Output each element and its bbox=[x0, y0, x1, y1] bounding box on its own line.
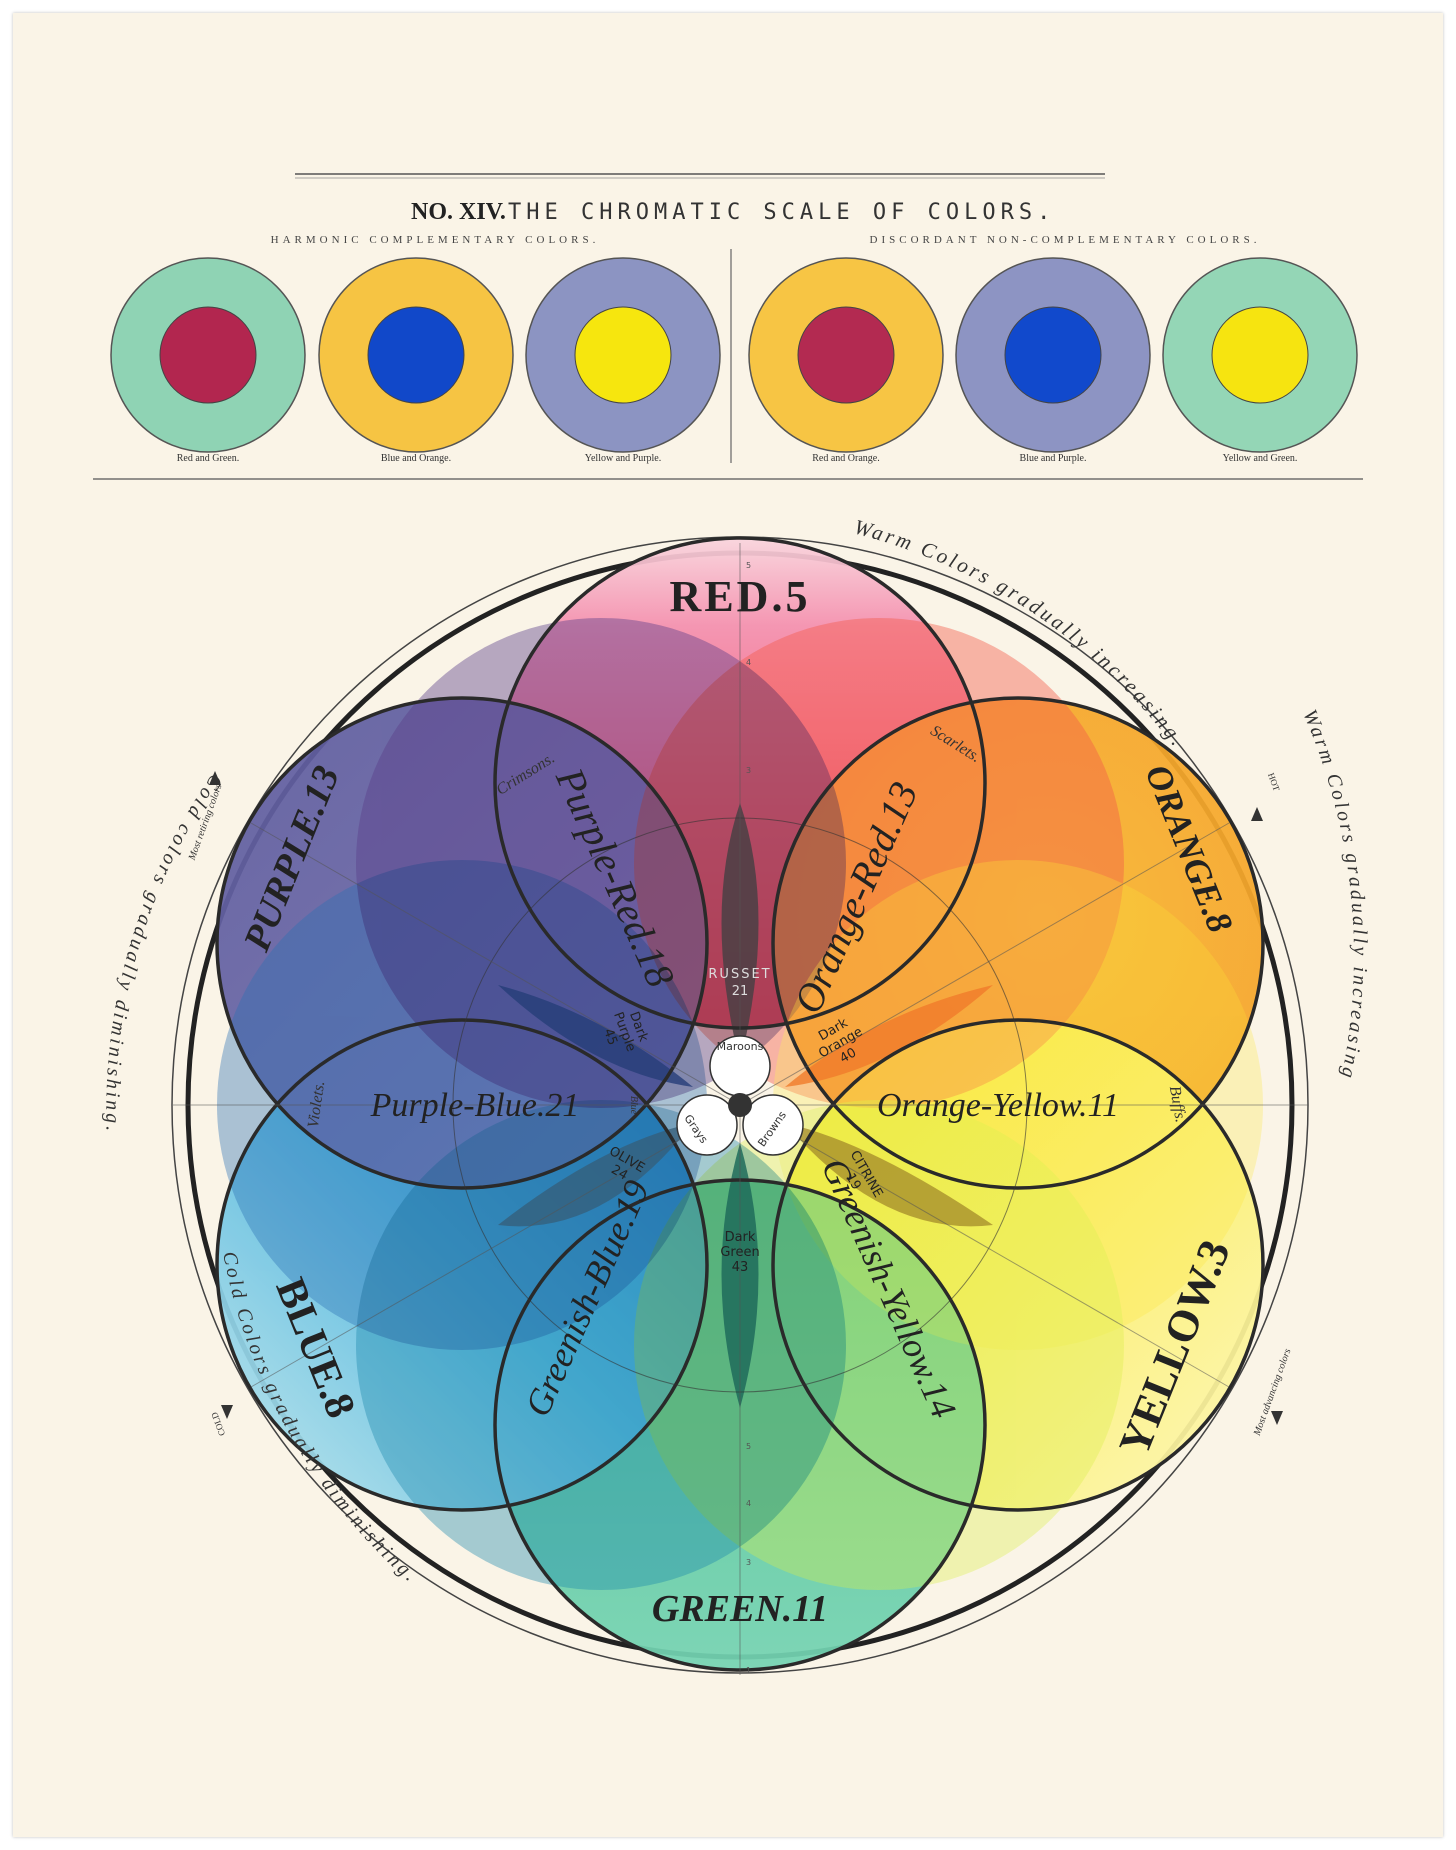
ring-most-advancing: Most advancing colors bbox=[1251, 1347, 1293, 1438]
scale-tick: 5 bbox=[746, 1442, 751, 1451]
dark-green-line: 43 bbox=[732, 1260, 749, 1275]
label-orange-yellow: Orange-Yellow.11 bbox=[877, 1087, 1119, 1124]
label-blue-small: Blue bbox=[628, 1096, 639, 1115]
olive-num: 24 bbox=[608, 1162, 630, 1183]
discordant-pairs: Red and Orange. Blue and Purple. Yellow … bbox=[748, 257, 1358, 464]
label-dark-green: Dark Green 43 bbox=[720, 1230, 759, 1275]
arrow-icon bbox=[209, 771, 221, 785]
label-purple-blue: Purple-Blue.21 bbox=[370, 1087, 580, 1124]
arrow-icon bbox=[1271, 1411, 1283, 1425]
rosette-grays bbox=[676, 1094, 738, 1156]
outline-purple bbox=[215, 696, 709, 1190]
arrow-icon bbox=[221, 1405, 233, 1419]
scale-ticks: 5 4 3 5 4 3 1 bbox=[746, 561, 751, 1675]
pair-label: Yellow and Green. bbox=[1223, 453, 1298, 464]
swatch-inner-yellow bbox=[574, 306, 672, 404]
color-wheel: 5 4 3 5 4 3 1 Maroons Browns Grays RED.5… bbox=[101, 515, 1371, 1675]
pair-red-orange: Red and Orange. bbox=[748, 257, 944, 464]
pair-red-green: Red and Green. bbox=[110, 257, 306, 464]
pair-label: Blue and Purple. bbox=[1020, 453, 1087, 464]
plate-sheet: NO. XIV. THE CHROMATIC SCALE OF COLORS. … bbox=[13, 13, 1443, 1837]
pair-label: Red and Green. bbox=[177, 453, 239, 464]
outline-orange bbox=[771, 696, 1265, 1190]
rosette-browns bbox=[742, 1094, 804, 1156]
swatch-inner-yellow bbox=[1211, 306, 1309, 404]
scale-tick: 4 bbox=[746, 658, 751, 667]
label-green: GREEN.11 bbox=[652, 1588, 828, 1630]
swatch-inner-red bbox=[797, 306, 895, 404]
dark-green-line: Dark bbox=[725, 1230, 756, 1245]
pair-label: Red and Orange. bbox=[812, 453, 879, 464]
pair-yellow-green: Yellow and Green. bbox=[1162, 257, 1358, 464]
center-dot bbox=[728, 1093, 752, 1117]
label-russet-num: 21 bbox=[732, 984, 749, 999]
lens-dark-purple bbox=[498, 985, 693, 1087]
ring-cold: COLD bbox=[209, 1410, 227, 1437]
swatch-inner-red bbox=[159, 306, 257, 404]
ring-arrows bbox=[209, 771, 1283, 1425]
label-dark-purple: Dark Purple 45 bbox=[600, 1010, 651, 1054]
outline-blue bbox=[215, 1018, 709, 1512]
pair-label: Yellow and Purple. bbox=[585, 453, 661, 464]
dark-purple-line: 45 bbox=[600, 1027, 620, 1048]
scale-tick: 3 bbox=[746, 1558, 751, 1567]
citrine-num: 19 bbox=[842, 1171, 863, 1193]
swatch-inner-blue bbox=[1004, 306, 1102, 404]
swatch-inner-blue bbox=[367, 306, 465, 404]
circle-orange-red bbox=[634, 618, 1124, 1108]
label-red: RED.5 bbox=[670, 572, 811, 621]
plate-number: NO. XIV. bbox=[411, 199, 506, 225]
lens-dark-orange bbox=[785, 985, 993, 1087]
ring-warm-right: Warm Colors gradually increasing bbox=[1298, 706, 1371, 1082]
scale-tick: 1 bbox=[746, 1666, 751, 1675]
plate-title: THE CHROMATIC SCALE OF COLORS. bbox=[508, 200, 1055, 225]
label-buffs: Buffs. bbox=[1166, 1085, 1189, 1124]
lens-citrine bbox=[785, 1123, 993, 1227]
ring-warm-right-path: Warm Colors gradually increasing bbox=[1298, 706, 1368, 1082]
scale-tick: 3 bbox=[746, 766, 751, 775]
header: NO. XIV. THE CHROMATIC SCALE OF COLORS. … bbox=[93, 173, 1363, 480]
harmonic-heading: HARMONIC COMPLEMENTARY COLORS. bbox=[271, 234, 600, 246]
lens-olive bbox=[498, 1123, 693, 1227]
scale-tick: 5 bbox=[746, 561, 751, 570]
pair-label: Blue and Orange. bbox=[381, 453, 451, 464]
pair-blue-purple: Blue and Purple. bbox=[955, 257, 1151, 464]
scale-tick: 4 bbox=[746, 1499, 751, 1508]
pair-blue-orange: Blue and Orange. bbox=[318, 257, 514, 464]
arrow-icon bbox=[1251, 807, 1263, 821]
center-rosette: Maroons Browns Grays bbox=[676, 1035, 804, 1156]
dark-orange-line: 40 bbox=[837, 1045, 859, 1066]
harmonic-pairs: Red and Green. Blue and Orange. Yellow a… bbox=[110, 257, 721, 464]
dark-green-line: Green bbox=[720, 1245, 759, 1260]
outline-yellow bbox=[771, 1018, 1265, 1512]
label-maroons: Maroons bbox=[717, 1040, 764, 1053]
label-violets: Violets. bbox=[305, 1080, 328, 1129]
ring-hot: HOT bbox=[1266, 772, 1282, 793]
chromatic-scale-plate: NO. XIV. THE CHROMATIC SCALE OF COLORS. … bbox=[93, 173, 1371, 1675]
label-russet: RUSSET bbox=[708, 967, 771, 982]
discordant-heading: DISCORDANT NON-COMPLEMENTARY COLORS. bbox=[870, 234, 1261, 246]
pair-yellow-purple: Yellow and Purple. bbox=[525, 257, 721, 464]
